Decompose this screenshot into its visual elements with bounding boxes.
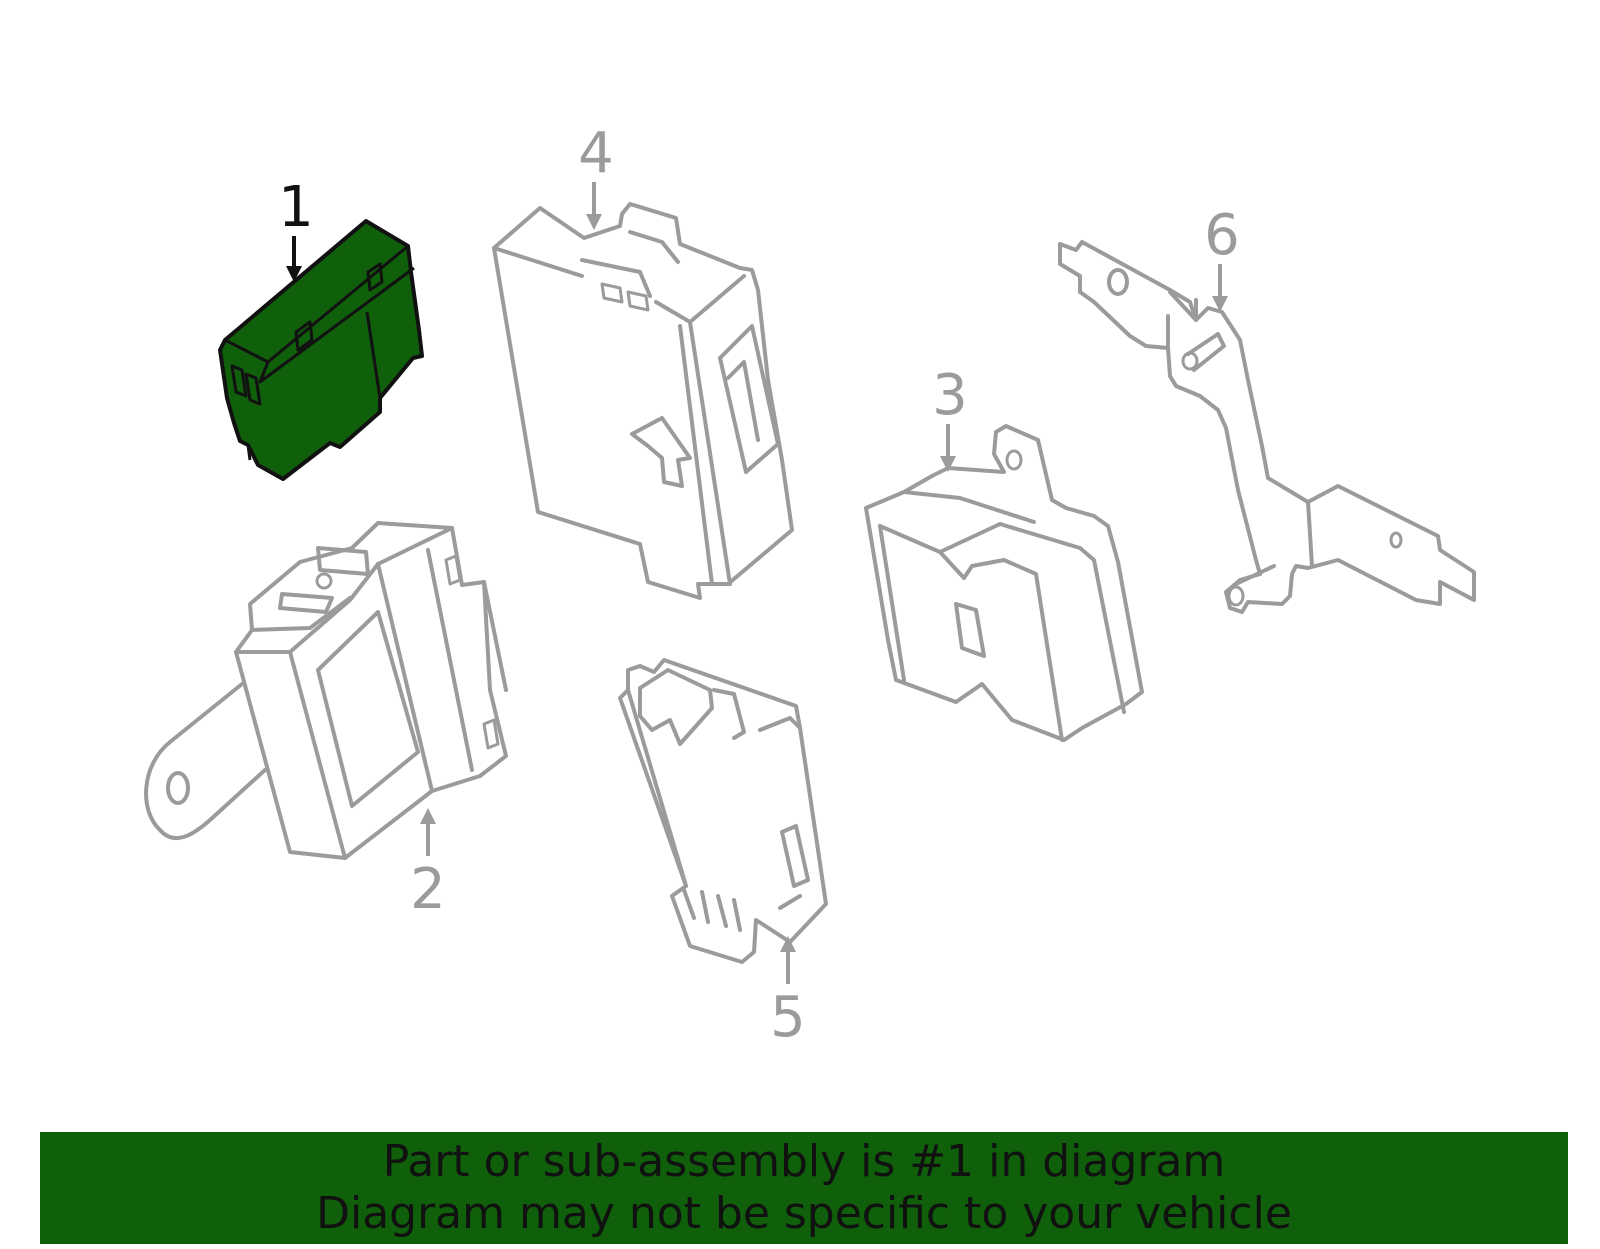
callout-5: 5 (770, 936, 806, 1050)
callout-3-arrowhead (940, 456, 956, 472)
part-1-module[interactable] (218, 219, 424, 481)
part-3-control-module[interactable] (864, 424, 1144, 742)
callout-4-arrowhead (586, 214, 602, 230)
callout-2: 2 (410, 808, 446, 922)
callout-6-arrowhead (1212, 296, 1228, 312)
part-5-small-module[interactable] (618, 658, 828, 964)
part-2-control-unit[interactable] (144, 521, 508, 860)
callout-5-arrowhead (780, 936, 796, 952)
callout-6: 6 (1204, 203, 1240, 312)
callout-2-arrowhead (420, 808, 436, 824)
banner-line-1: Part or sub-assembly is #1 in diagram (382, 1136, 1226, 1187)
callout-6-label: 6 (1204, 203, 1240, 268)
callout-1-label: 1 (278, 175, 314, 240)
callout-1-arrowhead (286, 266, 302, 282)
banner-line-2: Diagram may not be specific to your vehi… (316, 1188, 1292, 1239)
callout-5-label: 5 (770, 985, 806, 1050)
callout-1: 1 (278, 175, 314, 282)
part-4-large-module[interactable] (492, 202, 794, 600)
info-banner: Part or sub-assembly is #1 in diagram Di… (40, 1132, 1568, 1244)
part-6-bracket[interactable] (1058, 240, 1476, 614)
callout-2-label: 2 (410, 857, 446, 922)
callout-3: 3 (932, 363, 968, 472)
callout-4-label: 4 (578, 121, 614, 186)
callout-3-label: 3 (932, 363, 968, 428)
callout-4: 4 (578, 121, 614, 230)
